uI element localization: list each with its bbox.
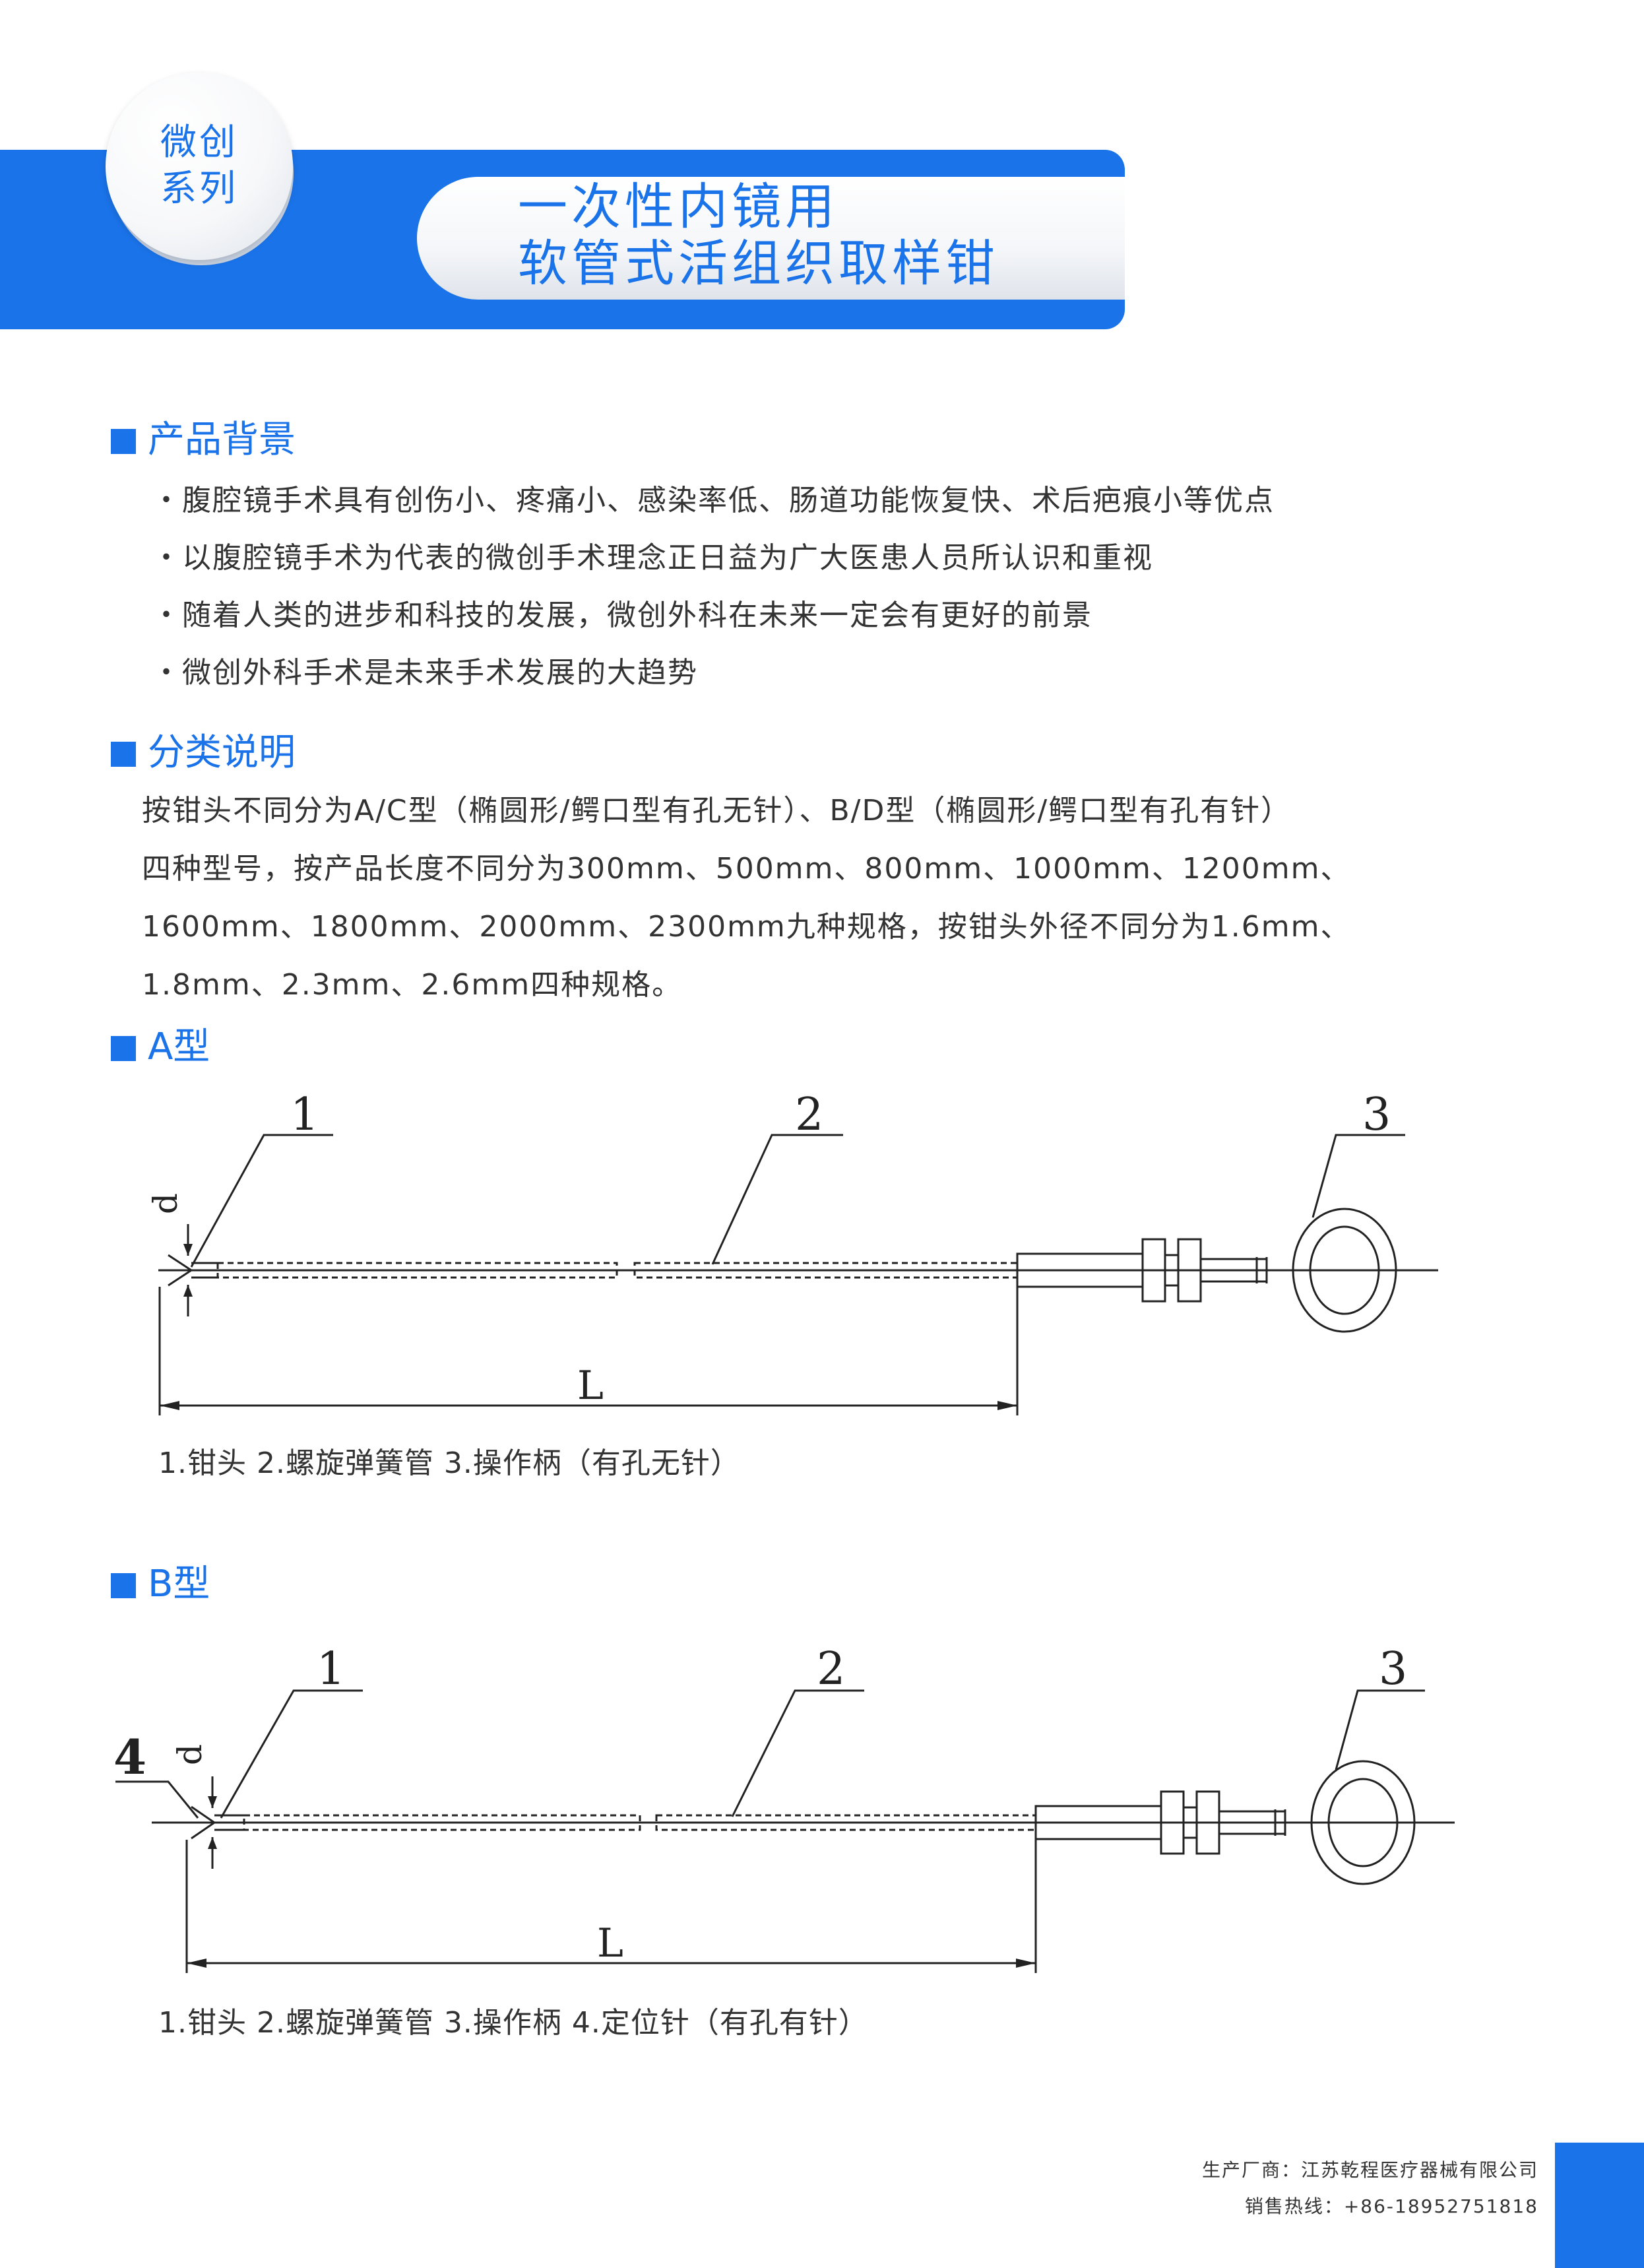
spring-tube-segment-1 bbox=[216, 1262, 618, 1279]
section-heading-text: 产品背景 bbox=[148, 418, 296, 461]
badge-text-line-1: 微创 bbox=[160, 121, 239, 163]
bullet-item: ・随着人类的进步和科技的发展，微创外科在未来一定会有更好的前景 bbox=[152, 599, 1092, 632]
type-b-legend: 1.钳头 2.螺旋弹簧管 3.操作柄 4.定位针（有孔有针） bbox=[158, 2006, 868, 2040]
type-b-diagram: 1 2 3 4 d L bbox=[113, 1643, 1455, 1973]
forceps-head bbox=[168, 1254, 218, 1287]
square-bullet-icon bbox=[111, 1036, 136, 1061]
bullet-item: ・腹腔镜手术具有创伤小、疼痛小、感染率低、肠道功能恢复快、术后疤痕小等优点 bbox=[152, 484, 1275, 517]
dimension-label-d: d bbox=[146, 1193, 185, 1214]
dimension-label-l: L bbox=[597, 1920, 623, 1966]
handle-hub bbox=[1182, 1806, 1198, 1839]
callout-label-1: 1 bbox=[317, 1643, 345, 1695]
callout-label-2: 2 bbox=[817, 1643, 845, 1695]
callout-leader-3 bbox=[1312, 1134, 1405, 1218]
callout-leader-1 bbox=[190, 1134, 333, 1268]
callout-label-1: 1 bbox=[290, 1089, 319, 1141]
dimension-label-d: d bbox=[171, 1744, 209, 1765]
thumb-ring-inner bbox=[1309, 1225, 1380, 1315]
classification-line: 四种型号，按产品长度不同分为300mm、500mm、800mm、1000mm、1… bbox=[142, 852, 1351, 886]
square-bullet-icon bbox=[111, 429, 136, 454]
square-bullet-icon bbox=[111, 1573, 136, 1598]
callout-leader-3 bbox=[1335, 1689, 1425, 1770]
callout-label-4: 4 bbox=[113, 1729, 146, 1785]
handle-hub bbox=[1164, 1254, 1180, 1287]
section-heading-text: A型 bbox=[148, 1025, 210, 1068]
spring-tube-segment-1 bbox=[243, 1814, 641, 1831]
thumb-ring-outer bbox=[1292, 1208, 1397, 1333]
series-badge bbox=[106, 73, 293, 260]
section-heading-text: B型 bbox=[148, 1563, 210, 1605]
callout-leader-2 bbox=[711, 1134, 843, 1265]
bullet-item: ・微创外科手术是未来手术发展的大趋势 bbox=[152, 656, 698, 690]
thumb-ring-outer bbox=[1310, 1760, 1416, 1885]
classification-line: 1600mm、1800mm、2000mm、2300mm九种规格，按钳头外径不同分… bbox=[142, 910, 1351, 944]
page-title-line-2: 软管式活组织取样钳 bbox=[518, 234, 999, 292]
callout-leader-2 bbox=[731, 1689, 864, 1817]
section-heading-text: 分类说明 bbox=[148, 731, 296, 774]
callout-label-3: 3 bbox=[1379, 1643, 1407, 1695]
callout-leader-1 bbox=[220, 1689, 363, 1819]
dimension-label-l: L bbox=[577, 1363, 604, 1409]
title-panel bbox=[417, 177, 1125, 300]
type-a-diagram: 1 2 3 d L bbox=[146, 1089, 1438, 1415]
classification-line: 按钳头不同分为A/C型（椭圆形/鳄口型有孔无针）、B/D型（椭圆形/鳄口型有孔有… bbox=[142, 794, 1292, 827]
classification-line: 1.8mm、2.3mm、2.6mm四种规格。 bbox=[142, 968, 683, 1002]
footer-accent-bar bbox=[1555, 2143, 1644, 2268]
page-title-line-1: 一次性内镜用 bbox=[518, 178, 839, 236]
thumb-ring-inner bbox=[1327, 1778, 1399, 1867]
callout-label-3: 3 bbox=[1362, 1089, 1391, 1141]
callout-label-2: 2 bbox=[795, 1089, 823, 1141]
badge-text-line-2: 系列 bbox=[160, 167, 239, 209]
type-a-legend: 1.钳头 2.螺旋弹簧管 3.操作柄（有孔无针） bbox=[158, 1446, 740, 1480]
footer-hotline: 销售热线：+86-18952751818 bbox=[1244, 2195, 1538, 2217]
bullet-item: ・以腹腔镜手术为代表的微创手术理念正日益为广大医患人员所认识和重视 bbox=[152, 541, 1153, 575]
footer-manufacturer: 生产厂商：江苏乾程医疗器械有限公司 bbox=[1201, 2159, 1538, 2181]
square-bullet-icon bbox=[111, 742, 136, 767]
callout-leader-4 bbox=[115, 1780, 199, 1819]
